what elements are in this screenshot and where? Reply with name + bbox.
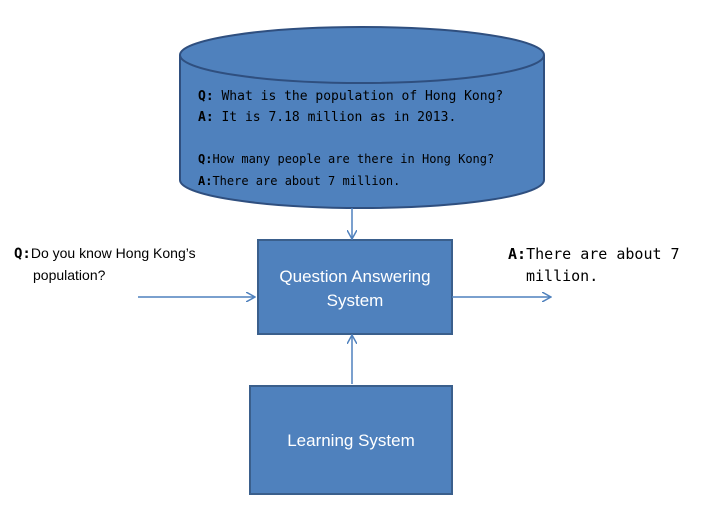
db-qa1-a-text: It is 7.18 million as in 2013.	[213, 110, 457, 125]
db-qa2-a-text: There are about 7 million.	[212, 174, 401, 188]
db-qa1-q-text: What is the population of Hong Kong?	[213, 89, 504, 104]
input-question-line2: population?	[33, 267, 106, 283]
db-qa1-question: Q: What is the population of Hong Kong?	[198, 89, 503, 104]
output-answer-line2: million.	[526, 267, 599, 285]
db-qa2-question: Q:How many people are there in Hong Kong…	[198, 152, 494, 166]
output-answer-label: A:	[508, 245, 527, 263]
input-question: Q:Do you know Hong Kong’s population?	[14, 243, 196, 285]
qa-system-box	[257, 239, 453, 335]
qa-system-line1: Question Answering	[279, 267, 431, 286]
output-answer-line1: There are about 7	[526, 245, 680, 263]
output-answer: A:There are about 7 million.	[508, 243, 680, 287]
learning-system-box	[249, 385, 453, 495]
db-qa1-answer: A: It is 7.18 million as in 2013.	[198, 110, 456, 125]
input-question-label: Q:	[14, 246, 31, 262]
db-qa2-a-label: A:	[198, 174, 213, 188]
db-qa2-answer: A:There are about 7 million.	[198, 174, 400, 188]
learning-system-label: Learning System	[287, 431, 415, 450]
db-qa1-a-label: A:	[198, 110, 214, 125]
database-cylinder	[179, 26, 545, 209]
db-qa1-q-label: Q:	[198, 89, 214, 104]
db-qa2-q-text: How many people are there in Hong Kong?	[212, 152, 495, 166]
input-question-line1: Do you know Hong Kong’s	[30, 245, 196, 261]
qa-system-line2: System	[326, 291, 384, 310]
qa-system-label: Question Answering System	[258, 265, 452, 313]
db-qa2-q-label: Q:	[198, 152, 213, 166]
